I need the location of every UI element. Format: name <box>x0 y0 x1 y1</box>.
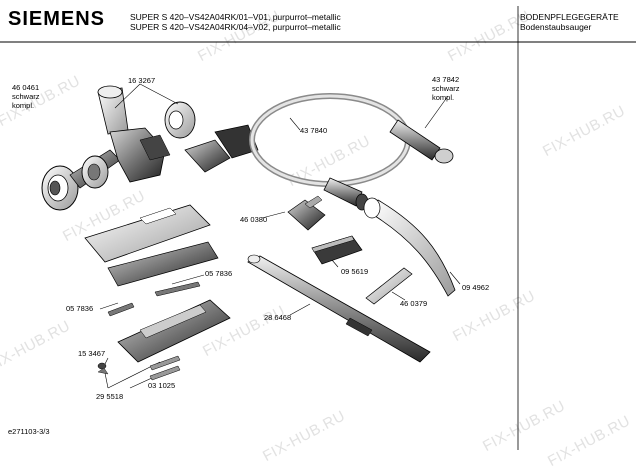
telescopic-tube-286468 <box>247 254 431 363</box>
part-label-057836-b: 05 7836 <box>66 304 94 313</box>
brush-095619 <box>311 235 363 265</box>
small-parts-153467 <box>97 362 109 375</box>
part-note-460461-color: schwarz <box>12 92 40 101</box>
page-reference: e271103-3/3 <box>8 427 50 436</box>
part-label-153467: 15 3467 <box>78 349 106 358</box>
subcategory-title: Bodenstaubsauger <box>520 22 592 32</box>
part-note-437842-kompl: kompl. <box>432 93 455 102</box>
part-label-295518: 29 5518 <box>96 392 124 401</box>
part-label-094962: 09 4962 <box>462 283 490 292</box>
exploded-parts-diagram <box>0 6 636 450</box>
part-label-163267: 16 3267 <box>128 76 156 85</box>
part-label-095619: 09 5619 <box>341 267 369 276</box>
handle-094962 <box>363 197 456 297</box>
wheel-assembly-460461 <box>41 85 171 211</box>
crevice-tool-460379 <box>365 267 413 305</box>
part-label-031025: 03 1025 <box>148 381 176 390</box>
part-label-460461: 46 0461 <box>12 83 40 92</box>
strips-057836 <box>107 281 201 317</box>
part-label-286468: 28 6468 <box>264 313 292 322</box>
floor-nozzle-body <box>117 299 231 363</box>
floor-plate-upper <box>84 204 211 263</box>
brand-logo: SIEMENS <box>8 8 106 30</box>
model-line-2: SUPER S 420–VS42A04RK/04–V02, purpurrot–… <box>130 22 341 32</box>
model-line-1: SUPER S 420–VS42A04RK/01–V01, purpurrot–… <box>130 12 341 22</box>
hose-437842 <box>249 93 454 211</box>
floor-plate-lower <box>107 241 219 287</box>
leader-lines <box>99 83 461 389</box>
part-note-460461-kompl: kompl. <box>12 101 35 110</box>
wheel-parts-163267 <box>164 101 259 173</box>
part-label-437840: 43 7840 <box>300 126 328 135</box>
category-title: BODENPFLEGEGERÄTE <box>520 12 619 22</box>
part-label-460379: 46 0379 <box>400 299 428 308</box>
part-label-057836-a: 05 7836 <box>205 269 233 278</box>
part-note-437842-color: schwarz <box>432 84 460 93</box>
strips-031025 <box>149 355 181 381</box>
nozzle-460380 <box>287 195 326 231</box>
part-label-460380: 46 0380 <box>240 215 268 224</box>
part-label-437842: 43 7842 <box>432 75 460 84</box>
